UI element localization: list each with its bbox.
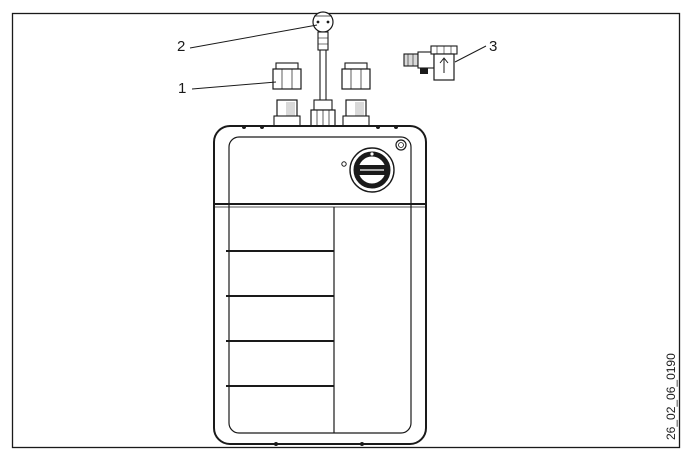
connection-fitting-right: [341, 62, 371, 90]
cable-gland: [310, 99, 336, 129]
leader-line-1: [191, 81, 277, 90]
connection-fitting-left: [272, 62, 302, 90]
water-heater-body: [213, 125, 427, 446]
callout-1: 1: [178, 80, 186, 97]
pipe-stub-right: [342, 99, 370, 127]
temperature-knob: [349, 147, 395, 193]
callout-2: 2: [177, 38, 185, 55]
leader-line-3: [454, 45, 487, 63]
indicator-dot: [341, 161, 347, 167]
pipe-stub-left: [273, 99, 301, 127]
power-plug: [312, 11, 334, 51]
reference-code: 26_02_06_0190: [664, 353, 678, 440]
callout-3: 3: [489, 38, 497, 55]
indicator-lamp: [395, 139, 407, 151]
leader-line-2: [189, 24, 318, 49]
power-cable: [319, 50, 327, 100]
front-panel-slats: [226, 250, 334, 387]
safety-valve: [403, 45, 458, 81]
